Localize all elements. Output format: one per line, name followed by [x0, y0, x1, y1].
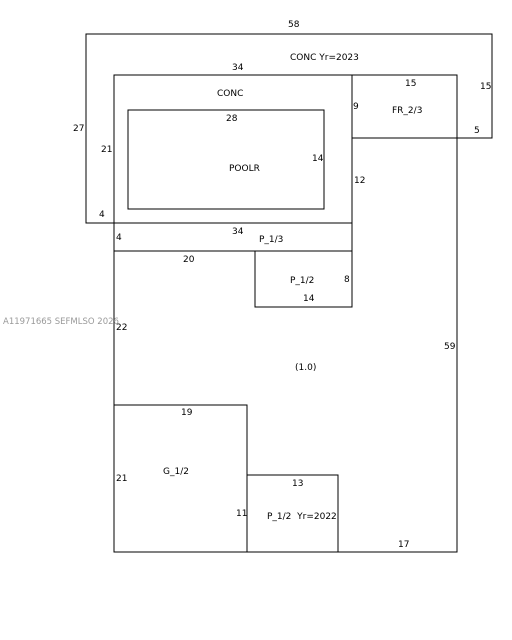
conc-outer-outline: [85, 33, 493, 224]
dim-21-left: 21: [101, 145, 112, 155]
p12-lower-area: [246, 474, 339, 553]
dim-14-pool: 14: [312, 154, 324, 164]
label-pool: POOLR: [229, 164, 260, 174]
dim-17: 17: [398, 540, 409, 550]
label-main: (1.0): [295, 363, 316, 373]
dim-14-p12: 14: [303, 294, 315, 304]
pool-area: [127, 109, 325, 210]
watermark: A11971665 SEFMLSO 2026: [3, 317, 119, 327]
dim-27: 27: [73, 124, 84, 134]
dim-19: 19: [181, 408, 193, 418]
dim-58: 58: [288, 20, 300, 30]
dim-59: 59: [444, 342, 456, 352]
dim-5: 5: [474, 126, 480, 136]
dim-12: 12: [354, 176, 365, 186]
dim-4-p13: 4: [116, 233, 122, 243]
dim-15-right: 15: [480, 82, 491, 92]
garage-area: [113, 404, 248, 553]
label-p12-lower: P_1/2 Yr=2022: [267, 512, 337, 522]
p13-area: [113, 222, 353, 252]
label-fr: FR_2/3: [392, 106, 422, 116]
dim-20: 20: [183, 255, 195, 265]
label-p12-upper: P_1/2: [290, 276, 314, 286]
dim-8: 8: [344, 275, 350, 285]
label-garage: G_1/2: [163, 467, 189, 477]
label-conc: CONC: [217, 89, 243, 99]
main-building-outline: [113, 75, 458, 553]
dim-15-fr: 15: [405, 79, 416, 89]
dim-21-garage: 21: [116, 474, 127, 484]
dim-34-top: 34: [232, 63, 244, 73]
dim-4-left: 4: [99, 210, 105, 220]
label-p13: P_1/3: [259, 235, 283, 245]
dim-11: 11: [236, 509, 247, 519]
label-conc-top: CONC Yr=2023: [290, 53, 359, 63]
dim-28: 28: [226, 114, 238, 124]
dim-34-mid: 34: [232, 227, 244, 237]
dim-22: 22: [116, 323, 127, 333]
dim-13: 13: [292, 479, 303, 489]
p12-upper-area: [254, 250, 353, 308]
dim-9: 9: [353, 102, 359, 112]
